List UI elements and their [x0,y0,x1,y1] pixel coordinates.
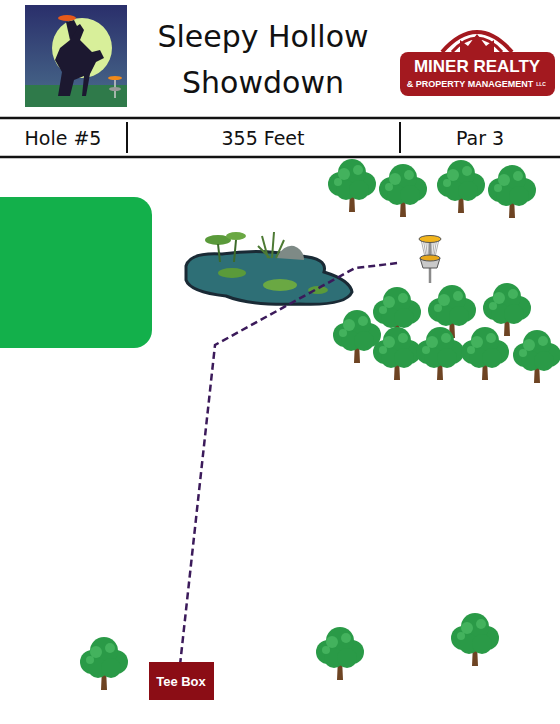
tree [461,327,509,380]
hole-par: Par 3 [456,127,504,149]
header-rule [0,156,560,159]
tree [437,160,485,213]
disc-golf-basket [419,236,441,284]
tee-box: Tee Box [149,662,214,700]
tree [80,637,128,690]
tree [416,327,464,380]
flight-path [180,263,398,665]
header-divider [399,122,401,153]
tree [328,159,376,212]
title-text: Sleepy Hollow Showdown [133,14,393,106]
header-divider [126,122,128,153]
sponsor-name: MINER REALTY [414,57,540,77]
pond [186,232,352,304]
tree [379,164,427,217]
event-logo [25,5,127,107]
node-label: Tee Box [156,674,206,689]
tree [316,627,364,680]
hole-distance: 355 Feet [221,127,304,149]
sponsor-logo [400,32,555,96]
tree [488,165,536,218]
green-area [0,197,152,348]
tree [513,330,560,383]
sponsor-suffix: LLC [536,81,546,87]
sponsor-subtitle: & PROPERTY MANAGEMENT [407,79,533,89]
header-rule [0,117,560,120]
tree [451,613,499,666]
tree [373,327,421,380]
hole-number: Hole #5 [25,127,102,149]
